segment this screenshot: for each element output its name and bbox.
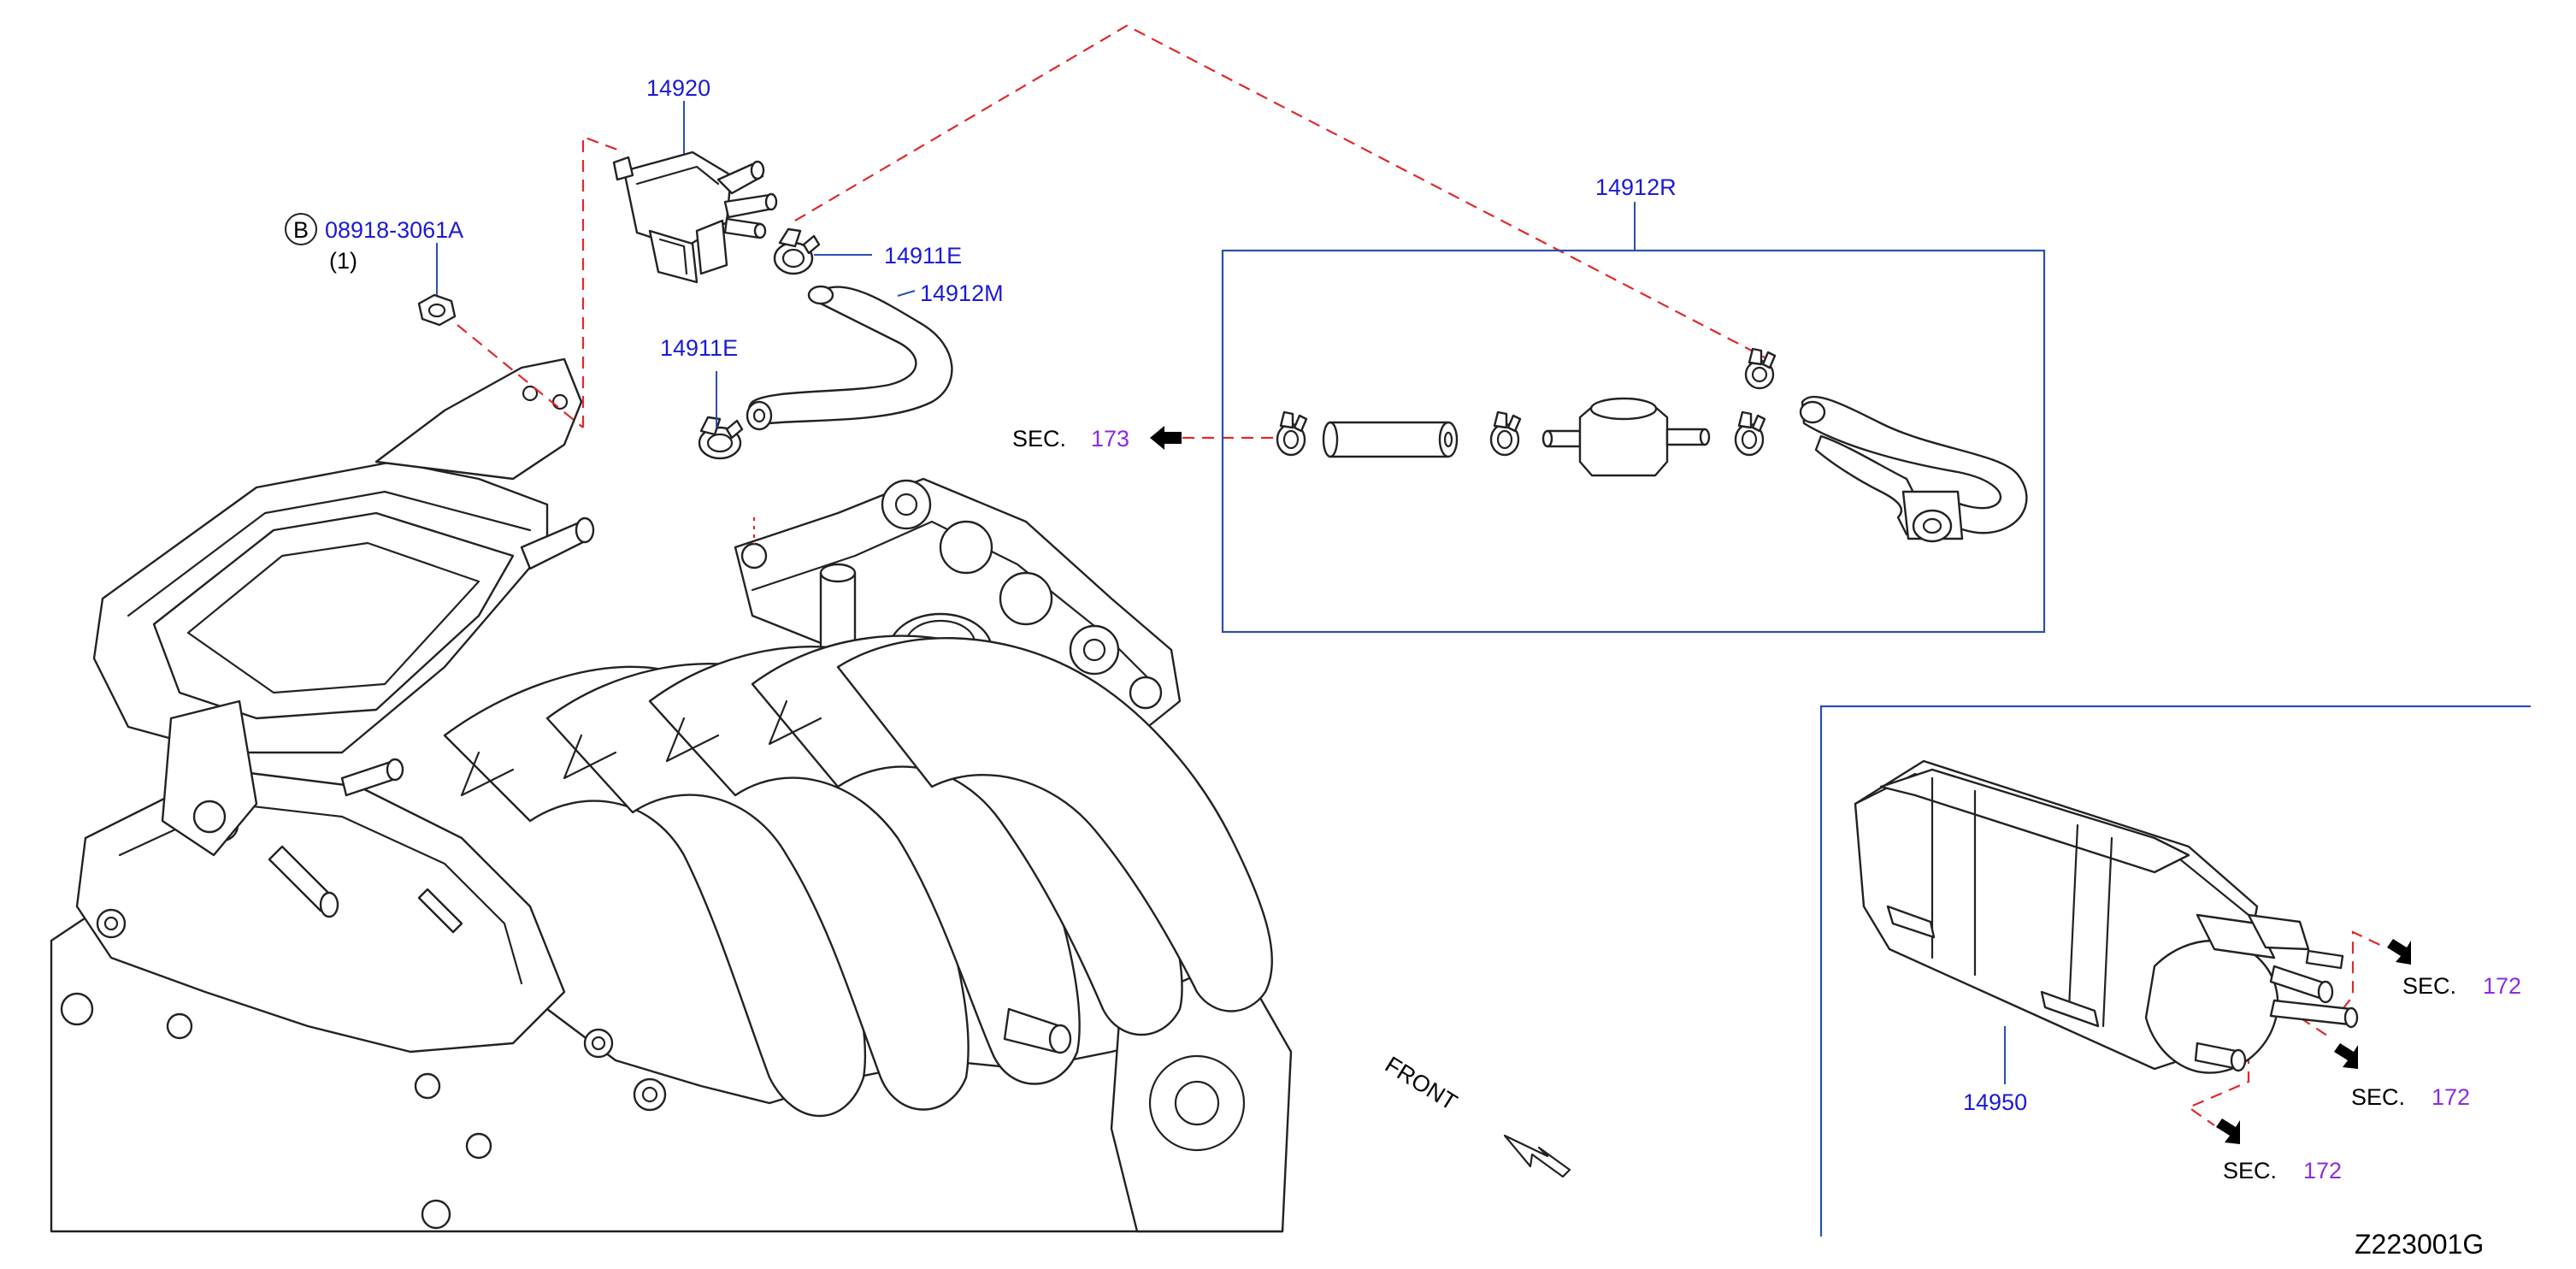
label-14911E-top[interactable]: 14911E	[884, 243, 962, 269]
sec-173-label: SEC.	[1012, 426, 1066, 452]
label-14912R[interactable]: 14912R	[1595, 174, 1677, 200]
hose-clamp-top[interactable]	[773, 227, 821, 275]
arrow-sec173	[1150, 426, 1182, 450]
front-label: FRONT	[1381, 1052, 1462, 1116]
clamp-d[interactable]	[1744, 347, 1777, 390]
intake-manifold-illustration	[50, 357, 1293, 1233]
dash-canister-sec172-c	[2186, 1052, 2250, 1126]
arrow-sec172-c	[2216, 1118, 2240, 1144]
callout-b-letter: B	[293, 217, 309, 243]
box-14950-frame	[1819, 705, 2531, 1237]
sec-172-b-number[interactable]: 172	[2432, 1084, 2470, 1110]
sec-173-number[interactable]: 173	[1091, 426, 1129, 452]
hose-tube[interactable]	[1322, 421, 1459, 458]
sec-172-c-number[interactable]: 172	[2303, 1158, 2342, 1183]
sec-172-a-number[interactable]: 172	[2483, 973, 2521, 999]
dash-valve-to-clamp-r	[794, 24, 1769, 360]
label-14912M[interactable]: 14912M	[920, 280, 1004, 306]
label-14920[interactable]: 14920	[646, 75, 710, 101]
arrow-sec172-a	[2387, 939, 2411, 965]
clamp-a[interactable]	[1276, 410, 1308, 457]
flange-nut[interactable]	[417, 293, 457, 327]
purge-control-valve[interactable]	[612, 151, 778, 284]
label-14950[interactable]: 14950	[1963, 1089, 2027, 1115]
dash-canister-sec172-b	[2299, 1017, 2333, 1040]
sec-172-b-label: SEC.	[2351, 1084, 2405, 1110]
diagram-code: Z223001G	[2355, 1229, 2484, 1260]
label-08918-3061A[interactable]: 08918-3061A	[325, 217, 463, 243]
purge-hose[interactable]	[746, 285, 953, 431]
arrow-sec172-b	[2334, 1043, 2358, 1069]
dash-canister-sec172-a	[2342, 930, 2386, 1010]
evap-canister[interactable]	[1854, 759, 2359, 1074]
sec-172-c-label: SEC.	[2223, 1158, 2277, 1183]
sec-172-a-label: SEC.	[2402, 973, 2456, 999]
clamp-b[interactable]	[1489, 410, 1522, 457]
label-08918-qty: (1)	[329, 248, 357, 274]
clamp-c[interactable]	[1734, 410, 1766, 457]
dashed-connection-lines	[457, 24, 2386, 1126]
label-14911E-left[interactable]: 14911E	[660, 335, 738, 361]
dash-bolt-to-bracket	[457, 324, 584, 428]
box-14912R	[1221, 249, 2046, 634]
front-arrow-icon	[1503, 1134, 1571, 1178]
callout-b-circle	[285, 213, 317, 245]
leader-14912M	[897, 290, 916, 297]
dash-valve-to-manifold	[581, 135, 625, 428]
bent-hose[interactable]	[1799, 395, 2028, 543]
hose-clamp-left[interactable]	[698, 416, 744, 460]
inline-filter[interactable]	[1541, 397, 1711, 477]
